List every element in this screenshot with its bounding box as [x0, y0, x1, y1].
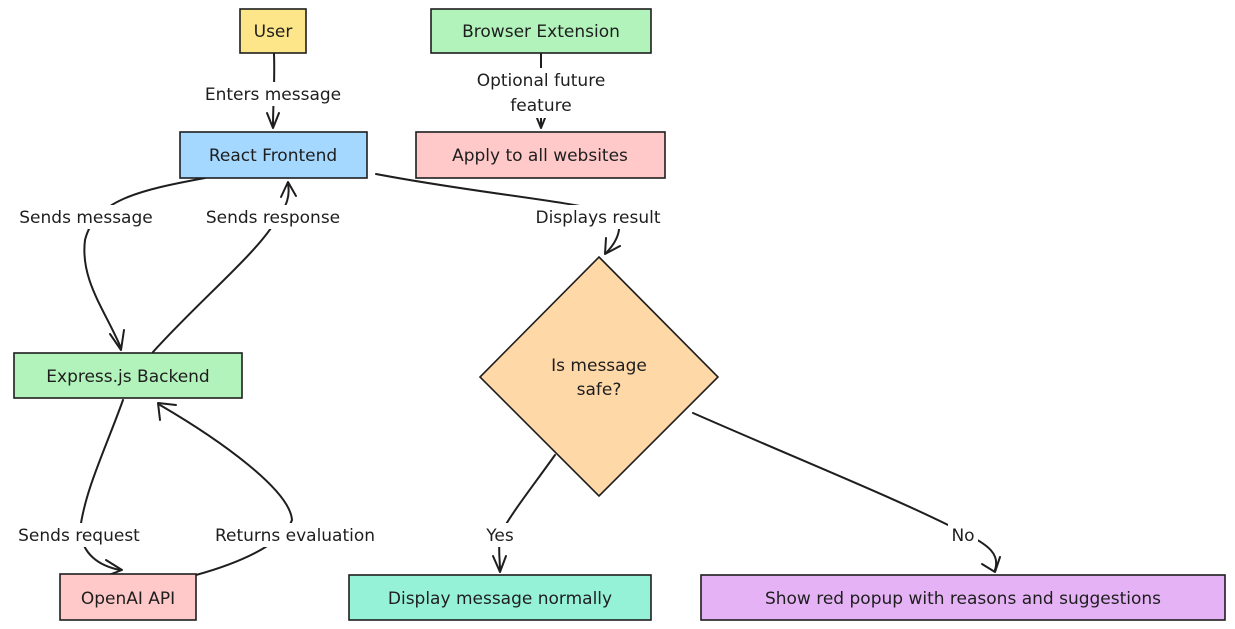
- node-apply-all-websites-label: Apply to all websites: [452, 146, 628, 166]
- node-display-normally-box: [348, 574, 652, 621]
- edge-label-sends-message: Sends message: [12, 205, 160, 229]
- edge-decision-to-display: [498, 454, 556, 571]
- edge-label-returns-evaluation: Returns evaluation: [202, 523, 388, 547]
- svg-text:Yes: Yes: [485, 526, 514, 546]
- node-show-popup-box: [700, 574, 1226, 621]
- node-react-frontend-label: React Frontend: [209, 146, 337, 166]
- edge-label-enters-message: Enters message: [196, 82, 350, 106]
- arrowhead-frontend-from-user: [266, 112, 280, 129]
- node-decision-label-line2: safe?: [577, 380, 622, 400]
- svg-text:Enters message: Enters message: [205, 85, 341, 105]
- svg-text:Returns evaluation: Returns evaluation: [215, 526, 375, 546]
- node-react-frontend: React Frontend: [179, 131, 368, 179]
- node-apply-all-websites-box: [415, 131, 666, 179]
- edge-frontend-to-backend: [83, 177, 206, 349]
- arrowhead-backend-from-openai: [157, 402, 177, 421]
- node-display-normally: Display message normally: [348, 574, 652, 621]
- node-display-normally-label: Display message normally: [388, 589, 612, 609]
- node-openai-api-label: OpenAI API: [81, 589, 175, 609]
- svg-text:Displays result: Displays result: [535, 208, 660, 228]
- node-show-popup: Show red popup with reasons and suggesti…: [700, 574, 1226, 621]
- node-decision-label-line1: Is message: [551, 356, 647, 376]
- arrowhead-frontend-from-backend: [280, 181, 297, 198]
- node-express-backend-box: [13, 352, 243, 399]
- edge-label-no: No: [948, 523, 978, 547]
- edge-label-optional-future: Optional future feature: [463, 68, 619, 118]
- node-react-frontend-box: [179, 131, 368, 179]
- node-decision-diamond: [478, 255, 720, 498]
- svg-text:No: No: [951, 526, 974, 546]
- node-browser-extension-box: [430, 8, 652, 54]
- arrowhead-decision-from-frontend: [604, 237, 621, 255]
- node-express-backend-label: Express.js Backend: [46, 367, 209, 387]
- node-apply-all-websites: Apply to all websites: [415, 131, 666, 179]
- node-openai-api-box: [59, 573, 197, 621]
- node-browser-extension-label: Browser Extension: [462, 22, 620, 42]
- node-browser-extension: Browser Extension: [430, 8, 652, 54]
- edge-label-displays-result: Displays result: [524, 205, 672, 229]
- arrowhead-popup-from-decision: [981, 556, 1001, 573]
- arrowhead-backend-from-frontend: [109, 329, 125, 351]
- edge-label-sends-request: Sends request: [8, 523, 150, 547]
- edge-label-sends-response: Sends response: [197, 205, 350, 229]
- node-user: User: [239, 8, 307, 54]
- node-express-backend: Express.js Backend: [13, 352, 243, 399]
- svg-text:feature: feature: [510, 96, 571, 116]
- arrowhead-apply-from-extension: [536, 117, 546, 129]
- edge-backend-to-frontend: [152, 183, 290, 353]
- node-decision: Is message safe?: [478, 255, 720, 498]
- node-openai-api: OpenAI API: [59, 573, 197, 621]
- node-user-box: [239, 8, 307, 54]
- edge-openai-to-backend: [159, 404, 293, 576]
- edge-decision-to-popup: [692, 412, 998, 571]
- node-show-popup-label: Show red popup with reasons and suggesti…: [765, 589, 1161, 609]
- svg-text:Optional future: Optional future: [477, 71, 606, 91]
- svg-text:Sends request: Sends request: [18, 526, 140, 546]
- svg-text:Sends message: Sends message: [19, 208, 152, 228]
- node-user-label: User: [254, 22, 293, 42]
- svg-text:Sends response: Sends response: [206, 208, 340, 228]
- edge-label-yes: Yes: [482, 523, 520, 547]
- arrowhead-display-from-decision: [492, 555, 507, 573]
